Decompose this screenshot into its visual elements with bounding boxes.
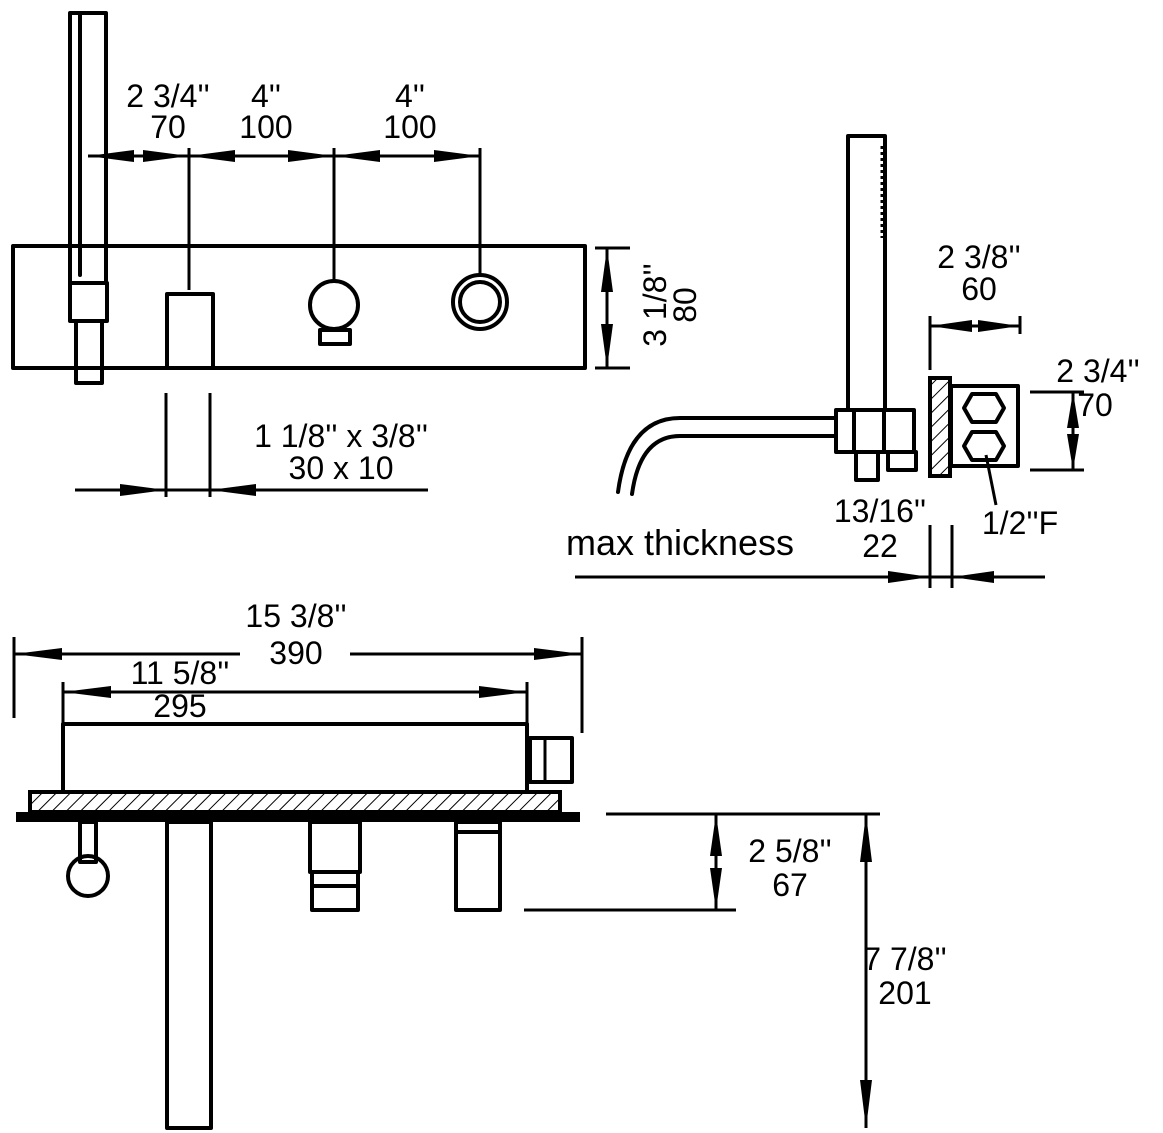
arrow <box>860 814 872 862</box>
dim-22-metric: 22 <box>862 528 898 564</box>
arrow <box>978 320 1020 332</box>
front-lever-stem <box>78 820 98 864</box>
arrow <box>601 324 613 368</box>
arrow <box>88 150 134 162</box>
dim-201-imperial: 7 7/8'' <box>863 941 946 977</box>
dim-60-metric: 60 <box>961 271 997 307</box>
arrow <box>710 814 722 856</box>
dim-390-imperial: 15 3/8'' <box>245 598 346 634</box>
dim-67-metric: 67 <box>772 867 808 903</box>
front-deck-plate <box>16 812 580 822</box>
front-diverter-body <box>454 830 502 912</box>
arrow <box>952 571 994 583</box>
handshower-tube <box>68 11 108 285</box>
arrow <box>601 248 613 292</box>
arrow <box>1067 434 1079 470</box>
side-view: 2 3/8'' 60 2 3/4'' 70 1/2''F max thickne… <box>566 134 1140 588</box>
handshower-holder <box>68 281 109 323</box>
front-spout <box>165 820 213 1130</box>
deck-plate-outline <box>11 244 587 370</box>
arrow <box>63 686 111 698</box>
dim-22-imperial: 13/16'' <box>834 493 926 529</box>
dim-100a-imperial: 4'' <box>251 78 281 114</box>
front-view: 15 3/8'' 390 11 5/8'' 295 <box>12 598 947 1130</box>
arrow <box>1067 392 1079 428</box>
spout-outlet <box>165 292 215 370</box>
side-valve-box <box>949 384 1020 468</box>
front-valve-cap <box>310 884 360 912</box>
top-view: 2 3/4'' 70 4'' 100 4'' 100 3 1/8'' 80 1 … <box>11 11 703 497</box>
dim-60-imperial: 2 3/8'' <box>937 239 1020 275</box>
dim-70-box-imperial: 2 3/4'' <box>1056 353 1139 389</box>
arrow <box>930 320 972 332</box>
arrow <box>479 686 527 698</box>
side-deck-section <box>928 376 952 478</box>
dim-100b-imperial: 4'' <box>395 78 425 114</box>
arrow <box>143 150 189 162</box>
valve-handle <box>308 279 360 331</box>
side-body-holder <box>852 408 886 454</box>
arrow <box>534 648 582 660</box>
arrow <box>14 648 62 660</box>
front-side-fitting <box>528 736 574 784</box>
arrow <box>860 1080 872 1128</box>
dim-67-imperial: 2 5/8'' <box>748 833 831 869</box>
side-spout-top <box>616 416 838 494</box>
dim-201-metric: 201 <box>878 975 931 1011</box>
side-spout-bottom <box>630 434 838 496</box>
side-nut-top <box>962 392 1006 424</box>
arrow <box>710 868 722 910</box>
dim-80-metric: 80 <box>667 287 703 323</box>
front-valve-body <box>308 820 362 874</box>
arrow <box>189 150 235 162</box>
arrow <box>434 150 480 162</box>
arrow <box>334 150 380 162</box>
dim-80-imperial: 3 1/8'' <box>637 263 673 346</box>
dim-100a-metric: 100 <box>239 109 292 145</box>
diverter-knob-inner <box>458 280 502 324</box>
connection-leader <box>984 454 998 506</box>
dim-295-imperial: 11 5/8'' <box>131 655 230 691</box>
valve-handle-base <box>318 328 352 346</box>
arrow <box>120 484 166 496</box>
dim-70-metric: 70 <box>150 109 186 145</box>
side-handshower-body <box>846 134 887 412</box>
max-thickness-label: max thickness <box>566 522 794 563</box>
side-body <box>834 408 916 454</box>
arrow <box>888 571 930 583</box>
front-body <box>61 722 529 794</box>
dim-opening-metric: 30 x 10 <box>289 450 394 486</box>
dim-70-box-metric: 70 <box>1077 387 1113 423</box>
handshower-stem <box>74 319 104 385</box>
front-lever-knob <box>66 854 110 898</box>
side-stem <box>854 450 880 482</box>
side-nut-bottom <box>962 430 1006 462</box>
arrow <box>210 484 256 496</box>
dim-295-metric: 295 <box>153 688 206 724</box>
connection-label: 1/2''F <box>982 505 1058 541</box>
front-valve-ring <box>310 870 360 888</box>
side-stem-2 <box>886 450 918 472</box>
height-label-group: 3 1/8'' 80 <box>637 263 703 346</box>
dim-100b-metric: 100 <box>383 109 436 145</box>
dim-opening-imperial: 1 1/8'' x 3/8'' <box>254 418 428 454</box>
dim-70-imperial: 2 3/4'' <box>126 78 209 114</box>
front-deck-section <box>28 790 562 814</box>
dim-390-metric: 390 <box>269 635 322 671</box>
arrow <box>288 150 334 162</box>
